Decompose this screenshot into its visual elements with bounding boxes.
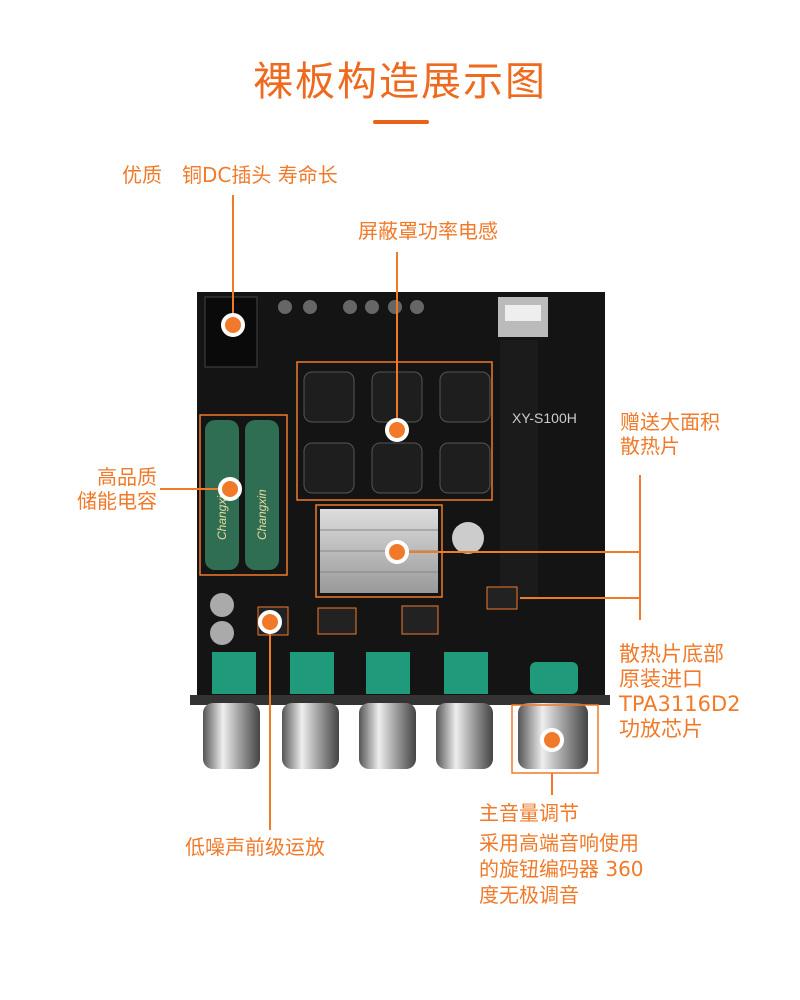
- label-line: 散热片: [620, 434, 680, 458]
- label-line: 赠送大面积: [620, 410, 720, 434]
- label-line: TPA3116D2: [619, 692, 741, 716]
- pot-blocks: [212, 652, 578, 694]
- capacitor-brand: Changxin: [255, 489, 269, 540]
- marker-dots: [218, 313, 564, 752]
- front-panel: [190, 695, 610, 705]
- page-title: 裸板构造展示图: [253, 59, 547, 105]
- label-line: 原装进口: [619, 667, 703, 691]
- label-line: 储能电容: [77, 489, 157, 513]
- label-capacitor: 高品质 储能电容: [57, 465, 157, 513]
- label-line: 散热片底部: [619, 642, 724, 666]
- label-line: 高品质: [97, 465, 157, 489]
- label-line: 采用高端音响使用: [479, 831, 639, 855]
- label-opamp: 低噪声前级运放: [185, 835, 325, 859]
- amp-chip: [486, 586, 518, 610]
- label-heatsink: 赠送大面积 散热片: [620, 410, 720, 458]
- label-line: 主音量调节: [479, 801, 579, 825]
- label-line: 度无极调音: [479, 883, 579, 907]
- model-label: XY-S100H: [512, 410, 577, 426]
- screw-terminals: [278, 300, 424, 314]
- leader-lines: [160, 195, 641, 830]
- label-line: 的旋钮编码器 360: [479, 857, 644, 881]
- capacitor-brand: Changxin: [215, 489, 229, 540]
- label-line: 功放芯片: [619, 717, 703, 741]
- inductors: [303, 371, 491, 494]
- label-inductor: 屏蔽罩功率电感: [358, 219, 498, 243]
- small-capacitor: [452, 522, 484, 554]
- label-volume: 主音量调节 采用高端音响使用 的旋钮编码器 360 度无极调音: [479, 800, 644, 908]
- board-trace-strip: [500, 340, 538, 600]
- label-amp-chip: 散热片底部 原装进口 TPA3116D2 功放芯片: [619, 642, 741, 742]
- knobs: [203, 703, 588, 769]
- title-underline: [373, 120, 429, 124]
- label-dc-jack: 优质 铜DC插头 寿命长: [122, 163, 338, 187]
